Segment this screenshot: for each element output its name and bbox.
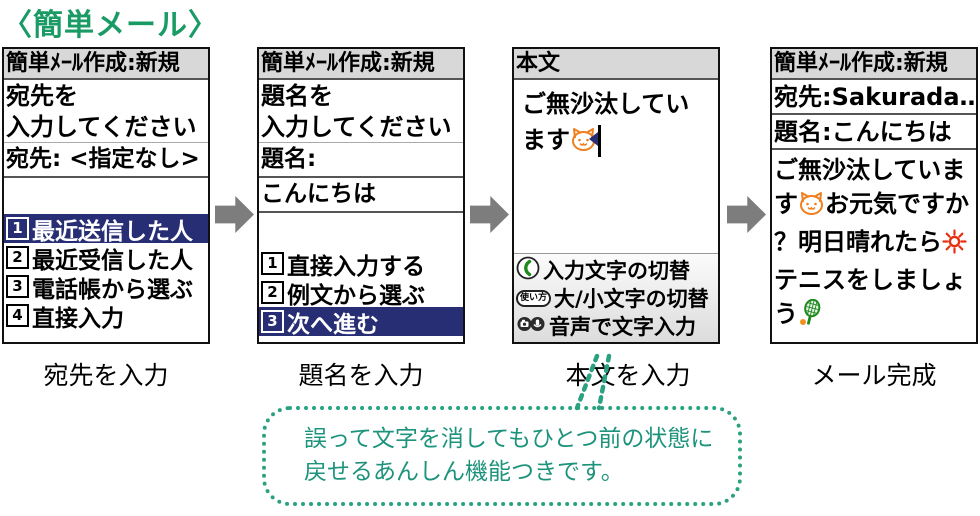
item-number-badge: 3 xyxy=(6,275,29,298)
item-number-badge: 2 xyxy=(6,246,29,269)
prompt-line: 入力してください xyxy=(6,113,197,141)
menu-item-label: 最近受信した人 xyxy=(32,247,193,274)
step-arrow-icon xyxy=(470,196,509,233)
camera-voice-key-icon[interactable] xyxy=(516,314,546,338)
item-number-badge: 4 xyxy=(6,304,29,327)
prompt-line: 宛先を xyxy=(6,82,78,110)
item-number-badge: 1 xyxy=(6,217,29,240)
menu-item-label: 例文から選ぶ xyxy=(287,282,425,309)
phone-screen-complete: 簡単ﾒｰﾙ作成:新規 宛先:Sakurada… 題名:こんにちは ご無沙汰してい… xyxy=(770,47,978,344)
item-number-badge: 2 xyxy=(261,281,284,304)
menu-item-example-text[interactable]: 2 例文から選ぶ xyxy=(259,278,463,309)
hint-label: 音声で文字入力 xyxy=(549,315,696,339)
body-text-line: ます xyxy=(522,122,716,162)
menu-item-direct-entry[interactable]: 4 直接入力 xyxy=(4,301,208,332)
menu-item-next[interactable]: 3 次へ進む xyxy=(259,307,463,338)
prompt-line: 題名を xyxy=(261,82,333,110)
mail-body-preview: ご無沙汰していますお元気ですか？明日晴れたらテニスをしましょう xyxy=(772,150,976,335)
menu-item-direct-input[interactable]: 1 直接入力する xyxy=(259,249,463,280)
step-arrow-icon xyxy=(215,196,254,233)
menu-item-label: 直接入力 xyxy=(32,305,124,332)
cat-emoji-icon xyxy=(798,191,825,225)
menu-item-label: 直接入力する xyxy=(287,253,425,280)
sun-emoji-icon xyxy=(942,229,967,263)
note-bubble: 誤って文字を消してもひとつ前の状態に 戻せるあんしん機能つきです。 xyxy=(262,406,742,506)
subject-field: 題名:こんにちは xyxy=(772,115,976,150)
text-cursor xyxy=(589,125,601,157)
menu-item-phonebook[interactable]: 3 電話帳から選ぶ xyxy=(4,272,208,303)
hint-label: 入力文字の切替 xyxy=(543,259,690,283)
note-line: 誤って文字を消してもひとつ前の状態に xyxy=(304,426,714,452)
phone-screen-body: 本文 ご無沙汰してい ます 入力文字の切替 使い方 大/小文字の切替 音声で文字… xyxy=(512,47,720,344)
body-text-line: ご無沙汰してい xyxy=(522,90,690,118)
screen-title-bar: 簡単ﾒｰﾙ作成:新規 xyxy=(772,49,976,80)
address-menu: 1 最近送信した人 2 最近受信した人 3 電話帳から選ぶ 4 直接入力 xyxy=(4,214,208,332)
prompt-line: 入力してください xyxy=(261,113,452,141)
tennis-racket-emoji-icon xyxy=(798,298,824,335)
tsukaikata-key-icon[interactable]: 使い方 xyxy=(516,289,552,307)
item-number-badge: 3 xyxy=(261,310,284,333)
menu-item-label: 電話帳から選ぶ xyxy=(32,276,193,303)
screen-title-bar: 本文 xyxy=(514,49,718,80)
mail-body-editor[interactable]: ご無沙汰してい ます xyxy=(514,80,718,162)
phone-screen-subject: 簡単ﾒｰﾙ作成:新規 題名を 入力してください 題名: こんにちは 1 直接入力… xyxy=(257,47,465,344)
key-hint-panel: 入力文字の切替 使い方 大/小文字の切替 音声で文字入力 xyxy=(514,253,718,342)
subject-menu: 1 直接入力する 2 例文から選ぶ 3 次へ進む xyxy=(259,249,463,338)
menu-item-recent-received[interactable]: 2 最近受信した人 xyxy=(4,243,208,274)
phone-call-key-icon[interactable] xyxy=(516,256,540,285)
to-field: 宛先:Sakurada… xyxy=(772,80,976,115)
hint-row: 使い方 大/小文字の切替 xyxy=(516,284,718,312)
step-caption-subject: 題名を入力 xyxy=(298,361,424,390)
menu-item-recent-sent[interactable]: 1 最近送信した人 xyxy=(4,214,208,245)
subject-value-field[interactable]: こんにちは xyxy=(259,178,463,213)
phone-screen-address: 簡単ﾒｰﾙ作成:新規 宛先を 入力してください 宛先: <指定なし> 1 最近送… xyxy=(2,47,210,344)
step-caption-body: 本文を入力 xyxy=(565,361,691,390)
subject-label-field: 題名: xyxy=(259,142,463,178)
screen-title-bar: 簡単ﾒｰﾙ作成:新規 xyxy=(4,49,208,80)
item-number-badge: 1 xyxy=(261,252,284,275)
menu-item-label: 次へ進む xyxy=(287,311,379,338)
note-line: 戻せるあんしん機能つきです。 xyxy=(304,459,624,485)
hint-label: 大/小文字の切替 xyxy=(554,287,709,311)
menu-item-label: 最近送信した人 xyxy=(32,218,193,245)
hint-row: 音声で文字入力 xyxy=(516,312,718,340)
step-arrow-icon xyxy=(727,196,766,233)
address-field: 宛先: <指定なし> xyxy=(4,142,208,178)
screen-title-bar: 簡単ﾒｰﾙ作成:新規 xyxy=(259,49,463,80)
step-caption-address: 宛先を入力 xyxy=(43,361,169,390)
step-caption-complete: メール完成 xyxy=(811,361,937,390)
page-title: 〈簡単メール〉 xyxy=(2,8,219,43)
hint-row: 入力文字の切替 xyxy=(516,256,718,284)
